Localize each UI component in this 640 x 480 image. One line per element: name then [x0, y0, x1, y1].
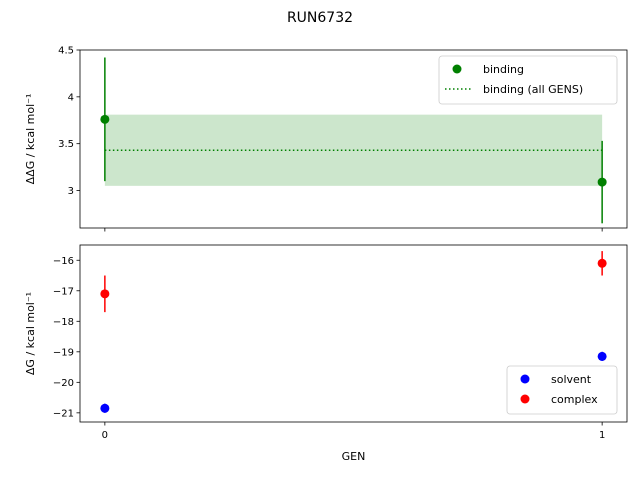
legend-label: complex — [551, 393, 598, 406]
legend-label: binding — [483, 63, 524, 76]
y-tick-label: 4 — [68, 92, 74, 103]
y-tick-label: −17 — [53, 286, 74, 297]
y-axis-label: ΔG / kcal mol⁻¹ — [24, 292, 37, 375]
data-point — [100, 289, 110, 299]
free-energy-panel: −21 −20 −19 −18 −17 −16 0 1 ΔG / kcal mol⁻¹ GEN so… — [24, 244, 628, 463]
y-tick-label: 3.5 — [58, 139, 74, 150]
legend: binding binding (all GENS) — [438, 55, 618, 105]
legend-label: binding (all GENS) — [483, 83, 583, 96]
legend-swatch-marker — [520, 374, 530, 384]
data-point — [597, 177, 607, 187]
legend-label: solvent — [551, 373, 592, 386]
series-binding — [100, 57, 607, 224]
y-tick-label: −18 — [53, 317, 74, 328]
y-tick-label: −20 — [53, 378, 74, 389]
y-tick-label: −21 — [53, 408, 74, 419]
y-axis-label: ΔΔG / kcal mol⁻¹ — [24, 94, 37, 185]
plot-frame — [79, 244, 628, 423]
data-point — [100, 114, 110, 124]
data-point — [597, 351, 607, 361]
y-tick-label: 4.5 — [58, 46, 74, 57]
data-point — [100, 403, 110, 413]
x-tick-label: 1 — [599, 430, 605, 441]
legend-box — [506, 365, 618, 415]
chart-title: RUN6732 — [287, 10, 353, 26]
legend-swatch-marker — [520, 394, 530, 404]
y-tick-label: 3 — [68, 186, 74, 197]
legend-box — [438, 55, 618, 105]
y-tick-label: −19 — [53, 347, 74, 358]
x-axis-label: GEN — [342, 450, 366, 463]
series-binding-all-gens- — [104, 114, 603, 186]
y-tick-label: −16 — [53, 256, 74, 267]
legend: solvent complex — [506, 365, 618, 415]
series-complex — [100, 251, 607, 313]
legend-swatch-marker — [452, 64, 462, 74]
series-solvent — [100, 351, 607, 413]
data-point — [597, 258, 607, 268]
x-tick-label: 0 — [102, 430, 108, 441]
plot-frame — [79, 49, 628, 229]
